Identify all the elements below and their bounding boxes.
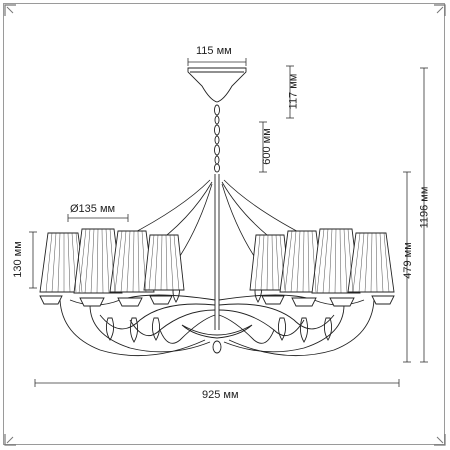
body-height-label: 479 мм <box>401 242 414 279</box>
corner-arrow-icon <box>430 430 446 446</box>
dimension-lines <box>29 58 428 387</box>
overall-width-label: 925 мм <box>202 389 239 401</box>
canopy-width-label: 115 мм <box>196 45 232 57</box>
corner-arrow-icon <box>430 4 446 20</box>
chain <box>214 104 220 173</box>
total-height-label: 1196 мм <box>418 186 431 229</box>
corner-arrow-icon <box>4 430 20 446</box>
chain-length-label: 600 мм <box>260 128 273 165</box>
shade-height-label: 130 мм <box>11 241 24 278</box>
drawing-frame <box>3 3 445 445</box>
shade-diameter-label: Ø135 мм <box>70 203 116 215</box>
corner-arrow-icon <box>4 4 20 20</box>
chandelier-lines <box>39 67 395 357</box>
canopy-height-label: 117 мм <box>287 73 300 110</box>
shades <box>39 228 395 294</box>
